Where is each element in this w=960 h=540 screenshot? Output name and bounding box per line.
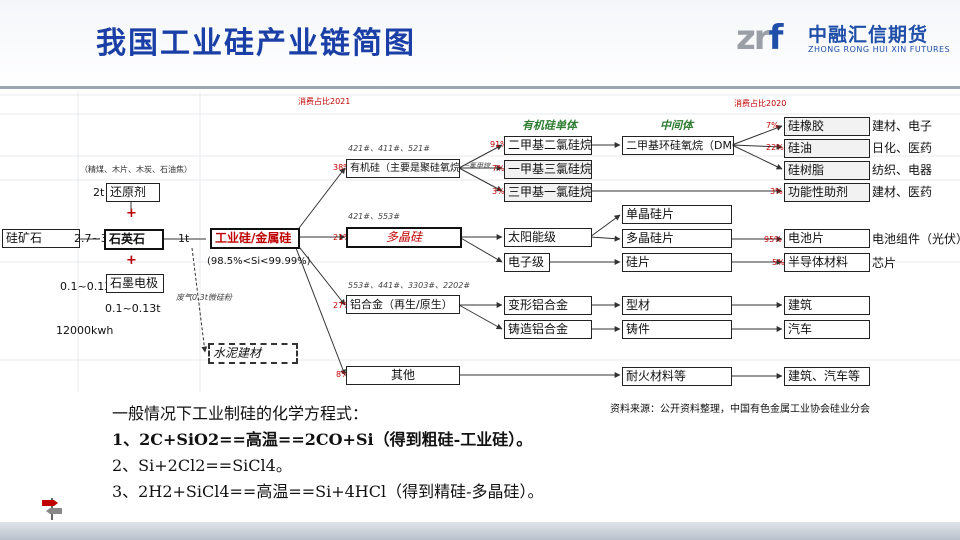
- product-8-box: 汽车: [784, 320, 870, 339]
- product-3-box: 硅树脂: [784, 161, 870, 180]
- product-4-pct: 3%: [770, 187, 783, 196]
- page-title: 我国工业硅产业链简图: [96, 26, 416, 61]
- product-6-use: 芯片: [872, 256, 897, 270]
- dmc-box: 二甲基环硅氧烷（DMC）: [622, 136, 734, 155]
- product-6-box: 半导体材料: [784, 253, 870, 272]
- product-9-box: 建筑、汽车等: [784, 367, 870, 386]
- plus-sign-2: +: [126, 253, 137, 268]
- mono-wafer-box: 单晶硅片: [622, 205, 732, 224]
- product-1-pct: 7%: [766, 121, 779, 130]
- aluminum-alloy-box: 铝合金（再生/原生）: [346, 295, 460, 314]
- header-consume-2021: 消费占比2021: [298, 97, 351, 106]
- reducer-qty: 2t: [93, 186, 105, 199]
- product-7-box: 建筑: [784, 296, 870, 315]
- other-pct: 8%: [336, 370, 349, 379]
- logo-mark-blue: f: [768, 18, 784, 58]
- refractory-box: 耐火材料等: [622, 367, 732, 386]
- purity-range: (98.5%<Si<99.99%): [207, 256, 311, 267]
- profile-box: 型材: [622, 296, 732, 315]
- alloy-pct: 27%: [333, 301, 351, 310]
- product-2-use: 日化、医药: [872, 141, 933, 155]
- alloy-grades: 553#、441#、3303#、2202#: [348, 281, 471, 290]
- signpost-icon: [42, 498, 62, 520]
- solar-grade-box: 太阳能级: [504, 228, 592, 247]
- output-qty: 1t: [178, 232, 190, 245]
- monomer-1-pct: 91%: [490, 140, 508, 149]
- fume-note: 废气0.3t微硅粉: [176, 293, 232, 302]
- methyl-chloride-note: 一氯甲烷: [462, 162, 490, 170]
- graphite-box: 石墨电极: [106, 274, 164, 293]
- ore-qty: 2.7~3t: [74, 232, 113, 245]
- monomer-2-box: 一甲基三氯硅烷: [504, 160, 592, 179]
- deform-alloy-box: 变形铝合金: [504, 296, 592, 315]
- header-band: [0, 0, 960, 88]
- product-1-box: 硅橡胶: [784, 117, 870, 136]
- graphite-qty-2: 0.1~0.13t: [105, 302, 161, 315]
- header-organic-monomer: 有机硅单体: [522, 119, 577, 132]
- organic-silicon-box: 有机硅（主要是聚硅氧烷）: [346, 159, 460, 178]
- logo-icon: zrf: [736, 18, 784, 58]
- organic-pct: 38%: [333, 163, 351, 172]
- logo-text-en: ZHONG RONG HUI XIN FUTURES: [808, 45, 951, 54]
- power-consumption: 12000kwh: [56, 324, 114, 337]
- plus-sign-1: +: [126, 206, 137, 221]
- other-box: 其他: [346, 366, 460, 385]
- graphite-qty: 0.1~0.13t: [60, 280, 116, 293]
- monomer-2-pct: 7%: [492, 164, 505, 173]
- wafer-box: 硅片: [622, 253, 732, 272]
- equation-1: 1、2C+SiO2==高温==2CO+Si（得到粗硅-工业硅）。: [112, 430, 533, 449]
- product-1-use: 建材、电子: [872, 119, 933, 133]
- product-4-box: 功能性助剂: [784, 183, 870, 202]
- cast-alloy-box: 铸造铝合金: [504, 320, 592, 339]
- organic-grades: 421#、411#、521#: [348, 144, 430, 153]
- quartz-box: 石英石: [104, 229, 164, 250]
- product-5-pct: 95%: [764, 235, 782, 244]
- raw-material-note: （精煤、木片、木炭、石油焦）: [80, 165, 192, 174]
- background-grid: [0, 92, 960, 392]
- monomer-3-pct: 3%: [492, 187, 505, 196]
- product-4-use: 建材、医药: [872, 185, 933, 199]
- casting-box: 铸件: [622, 320, 732, 339]
- product-2-pct: 22%: [766, 143, 784, 152]
- monomer-1-box: 二甲基二氯硅烷: [504, 136, 592, 155]
- poly-wafer-box: 多晶硅片: [622, 229, 732, 248]
- equation-2: 2、Si+2Cl2==SiCl4。: [112, 456, 292, 475]
- polysilicon-box: 多晶硅: [346, 227, 462, 248]
- poly-grades: 421#、553#: [348, 212, 400, 221]
- product-5-use: 电池组件（光伏）: [872, 232, 960, 246]
- equation-intro: 一般情况下工业制硅的化学方程式：: [112, 404, 369, 423]
- footer-bar: [0, 522, 960, 540]
- ore-box: 硅矿石: [2, 229, 80, 248]
- equation-3: 3、2H2+SiCl4==高温==Si+4HCl（得到精硅-多晶硅）。: [112, 482, 544, 501]
- logo-text-cn: 中融汇信期货: [808, 24, 929, 46]
- product-3-use: 纺织、电器: [872, 163, 933, 177]
- reducer-box: 还原剂: [106, 183, 160, 202]
- cement-box: 水泥建材: [208, 343, 298, 364]
- product-6-pct: 5%: [772, 258, 785, 267]
- header-consume-2020: 消费占比2020: [734, 99, 787, 108]
- source-note: 资料来源：公开资料整理，中国有色金属工业协会硅业分会: [610, 404, 870, 415]
- product-5-box: 电池片: [784, 229, 870, 248]
- header-divider: [0, 86, 960, 89]
- product-2-box: 硅油: [784, 139, 870, 158]
- poly-pct: 21%: [333, 233, 351, 242]
- header-intermediate: 中间体: [660, 119, 693, 132]
- electronic-grade-box: 电子级: [504, 253, 550, 272]
- logo-mark-gray: zr: [736, 18, 771, 58]
- industrial-silicon-box: 工业硅/金属硅: [210, 228, 300, 249]
- monomer-3-box: 三甲基一氯硅烷: [504, 183, 592, 202]
